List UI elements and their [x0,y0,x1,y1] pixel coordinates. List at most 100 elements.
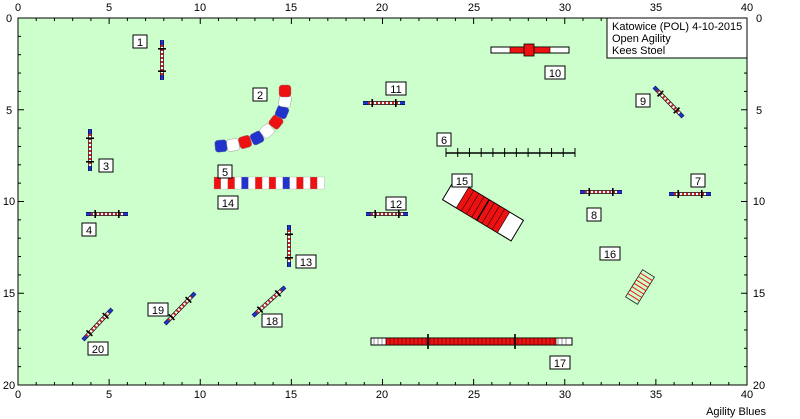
jump-wing [163,319,170,326]
tire [625,269,655,305]
x-tick-label: 0 [15,2,21,14]
jump-wing [107,307,114,314]
number-label-10: 10 [544,65,566,80]
tunnel-segment [238,135,252,149]
x-tick-label: 35 [650,2,662,14]
tire-rung [635,279,649,288]
tunnel-segment [278,84,292,98]
a-frame-slat [481,202,495,224]
number-text: 5 [222,167,228,179]
jump-9 [652,85,685,119]
tunnel-segment [310,176,318,190]
number-text: 20 [92,344,104,356]
a-frame-slat [471,196,485,218]
number-box [385,81,407,96]
tunnel-segment [214,139,228,153]
number-label-1: 1 [132,34,148,49]
x-tick-label: 5 [106,389,112,401]
a-frame-apex [476,199,490,221]
x-tick-label: 30 [559,389,571,401]
y-tick-label: 15 [753,288,765,300]
tunnel-segment [213,176,222,190]
jump-1 [158,40,166,80]
number-text: 18 [266,316,278,328]
number-label-3: 3 [98,158,114,173]
jump-12 [366,210,408,218]
tire-frame [625,269,655,305]
tunnel-segment [249,130,265,146]
jump-7 [669,190,711,198]
tire-rung [631,286,645,295]
tunnel-segment [234,176,243,190]
jump-stand [274,289,282,297]
a-frame-slat [492,208,505,230]
number-label-12: 12 [385,196,407,211]
number-label-9: 9 [635,93,651,108]
number-label-15: 15 [451,173,473,188]
jump-stand [656,90,664,97]
jump-pole-stripes [167,295,193,322]
number-label-14: 14 [217,195,239,210]
number-text: 16 [604,249,616,261]
number-text: 1 [137,37,143,49]
number-text: 15 [456,176,468,188]
y-axis-left: 0 5 10 15 20 [3,13,15,392]
jump-wing [81,335,88,342]
x-tick-label: 35 [650,389,662,401]
jump-wing [280,285,287,292]
x-tick-label: 25 [468,389,480,401]
y-tick-label: 0 [756,13,762,25]
tunnel-segment [282,176,291,190]
jump-wing [678,112,685,119]
number-label-16: 16 [599,246,621,261]
number-text: 9 [640,96,646,108]
info-judge: Kees Stoel [612,45,665,57]
obstacle-number-labels: 1 2 3 4 5 6 7 8 9 10 11 12 13 14 15 16 1… [81,34,706,370]
jump-13 [285,225,293,267]
info-event: Katowice (POL) 4-10-2015 [612,21,742,33]
jump-stand [256,306,264,314]
a-frame-slat [466,193,480,215]
number-box [98,158,114,173]
x-tick-label: 40 [741,389,753,401]
jump-8 [580,188,622,196]
number-text: 17 [554,358,566,370]
tunnel-segment [226,138,240,152]
number-label-18: 18 [261,313,283,328]
x-tick-label: 10 [194,389,206,401]
y-tick-label: 15 [3,288,15,300]
a-frame [441,178,525,242]
jump-stand [85,329,93,337]
x-tick-label: 10 [194,2,206,14]
number-text: 2 [257,90,263,102]
x-tick-label: 40 [741,2,753,14]
number-label-20: 20 [87,341,109,356]
tunnel-segment [275,176,284,190]
tunnel-straight [213,176,325,190]
x-tick-label: 5 [106,2,112,14]
tire-rung [640,272,653,281]
number-box [217,195,239,210]
dog-walk-contact [385,337,557,346]
x-tick-label: 20 [376,389,388,401]
jump-stand [168,313,176,321]
number-label-6: 6 [436,132,452,147]
number-label-7: 7 [690,173,706,188]
jump-11 [363,99,405,107]
number-box [549,355,571,370]
dog-walk [370,334,573,349]
tunnel-segment [255,176,263,190]
tire-rung [627,293,640,302]
number-text: 10 [549,68,561,80]
tire-rung [629,289,642,298]
tunnel-segment [259,123,275,139]
number-box [217,164,233,179]
x-axis-bottom: 0 5 10 15 20 25 30 35 40 [15,389,753,401]
y-tick-label: 10 [753,196,765,208]
number-text: 19 [152,305,164,317]
number-text: 11 [390,84,401,96]
number-box [690,173,706,188]
tunnel-curved [214,84,292,153]
x-tick-label: 25 [468,2,480,14]
